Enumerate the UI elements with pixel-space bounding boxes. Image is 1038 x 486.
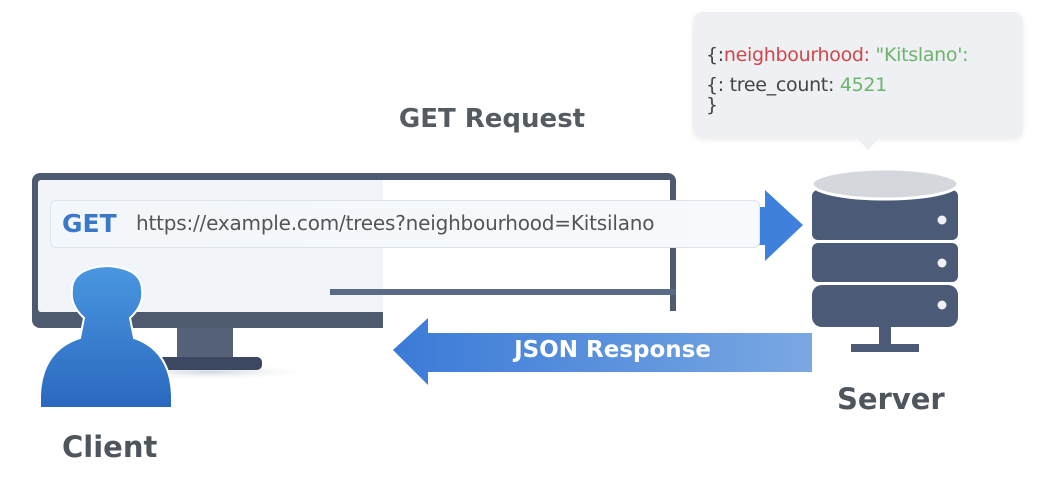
json-key-tree-count: {: tree_count:: [706, 74, 835, 96]
bubble-tail: [855, 136, 881, 150]
request-url: https://example.com/trees?neighbourhood=…: [136, 211, 655, 235]
json-response-arrow: [393, 318, 812, 385]
json-line-1: {:neighbourhood: "Kitslano':: [706, 44, 969, 66]
json-closing-brace: }: [706, 94, 718, 116]
http-method: GET: [62, 209, 117, 238]
json-value-tree-count: 4521: [839, 74, 887, 96]
server-database-icon: [810, 167, 960, 352]
json-response-bubble: [693, 12, 1023, 138]
json-value-neighbourhood: "Kitslano':: [875, 44, 969, 66]
client-label: Client: [62, 430, 158, 464]
json-key-neighbourhood: neighbourhood:: [723, 44, 870, 66]
json-line-2: {: tree_count: 4521: [706, 74, 887, 96]
server-label: Server: [837, 382, 945, 416]
json-brace: {:: [706, 44, 724, 66]
diagram-title: GET Request: [398, 104, 586, 134]
person-icon: [39, 264, 173, 409]
url-bar: [50, 200, 760, 248]
json-response-label: JSON Response: [514, 337, 711, 363]
